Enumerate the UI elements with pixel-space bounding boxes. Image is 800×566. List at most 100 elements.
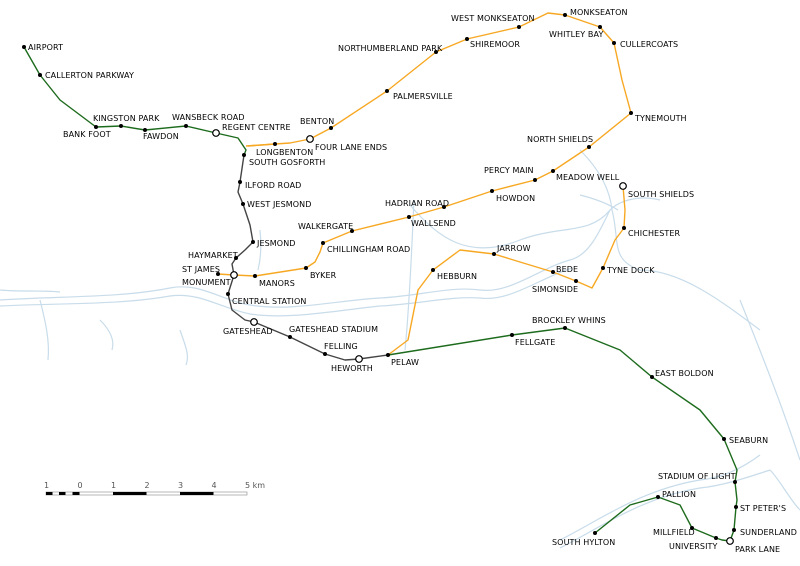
station-label: PELAW: [391, 358, 419, 367]
station-shiremoor[interactable]: SHIREMOOR: [465, 37, 520, 49]
station-label: PALLION: [662, 490, 696, 499]
interchange-marker: [212, 129, 220, 137]
station-regent-centre[interactable]: REGENT CENTRE: [212, 123, 291, 137]
station-label: ILFORD ROAD: [245, 181, 301, 190]
station-gateshead[interactable]: GATESHEAD: [223, 318, 273, 336]
river: [99, 319, 114, 351]
station-label: SOUTH SHIELDS: [628, 190, 694, 199]
station-fawdon[interactable]: FAWDON: [143, 128, 179, 141]
station-label: FAWDON: [143, 132, 179, 141]
station-seaburn[interactable]: SEABURN: [722, 436, 768, 445]
station-brockley-whins[interactable]: BROCKLEY WHINS: [532, 316, 606, 330]
station-ilford-road[interactable]: ILFORD ROAD: [238, 180, 301, 190]
station-monument[interactable]: MONUMENT: [182, 271, 238, 287]
station-label: HEBBURN: [437, 272, 477, 281]
station-tyne-dock[interactable]: TYNE DOCK: [601, 266, 655, 275]
station-marker: [563, 13, 567, 17]
station-percy-main[interactable]: PERCY MAIN: [484, 166, 537, 182]
station-marker: [465, 37, 469, 41]
station-marker: [238, 180, 242, 184]
station-simonside[interactable]: SIMONSIDE: [532, 279, 578, 294]
station-marker: [304, 266, 308, 270]
station-stadium-of-light[interactable]: STADIUM OF LIGHT: [658, 472, 737, 484]
station-chichester[interactable]: CHICHESTER: [622, 226, 681, 238]
station-kingston-park[interactable]: KINGSTON PARK: [93, 114, 160, 128]
station-meadow-well[interactable]: MEADOW WELL: [551, 169, 620, 182]
station-pallion[interactable]: PALLION: [656, 490, 696, 499]
station-felling[interactable]: FELLING: [323, 342, 358, 356]
station-whitley-bay[interactable]: WHITLEY BAY: [549, 25, 603, 39]
station-marker: [241, 202, 245, 206]
station-four-lane-ends[interactable]: FOUR LANE ENDS: [306, 135, 388, 152]
station-palmersville[interactable]: PALMERSVILLE: [385, 89, 453, 101]
station-central-station[interactable]: CENTRAL STATION: [226, 292, 306, 306]
station-marker: [288, 335, 292, 339]
station-park-lane[interactable]: PARK LANE: [726, 537, 780, 554]
station-wallsend[interactable]: WALLSEND: [407, 215, 456, 228]
station-bede[interactable]: BEDE: [551, 265, 578, 274]
station-south-shields[interactable]: SOUTH SHIELDS: [619, 182, 694, 199]
station-fellgate[interactable]: FELLGATE: [510, 333, 555, 347]
station-marker: [612, 41, 616, 45]
station-label: WEST MONKSEATON: [451, 14, 535, 23]
station-wansbeck-road[interactable]: WANSBECK ROAD: [172, 113, 245, 128]
station-label: PERCY MAIN: [484, 166, 534, 175]
station-tynemouth[interactable]: TYNEMOUTH: [629, 111, 687, 123]
station-heworth[interactable]: HEWORTH: [331, 355, 373, 373]
station-marker: [253, 274, 257, 278]
station-label: CENTRAL STATION: [232, 297, 306, 306]
station-northumberland-park[interactable]: NORTHUMBERLAND PARK: [338, 44, 443, 54]
station-marker: [714, 536, 718, 540]
station-howdon[interactable]: HOWDON: [490, 189, 535, 203]
station-marker: [622, 226, 626, 230]
station-manors[interactable]: MANORS: [253, 274, 295, 288]
rivers: [0, 149, 800, 549]
station-label: FELLGATE: [515, 338, 555, 347]
green-line-sunderland: [387, 327, 738, 542]
station-marker: [216, 272, 220, 276]
station-university[interactable]: UNIVERSITY: [669, 536, 718, 551]
station-cullercoats[interactable]: CULLERCOATS: [612, 40, 678, 49]
station-jarrow[interactable]: JARROW: [492, 244, 531, 256]
station-label: LONGBENTON: [256, 148, 313, 157]
station-hadrian-road[interactable]: HADRIAN ROAD: [385, 199, 449, 209]
station-label: AIRPORT: [28, 43, 63, 52]
station-monkseaton[interactable]: MONKSEATON: [563, 8, 628, 17]
station-hebburn[interactable]: HEBBURN: [431, 268, 477, 281]
station-st-james[interactable]: ST JAMES: [182, 265, 220, 276]
station-callerton-parkway[interactable]: CALLERTON PARKWAY: [38, 71, 134, 80]
station-south-hylton[interactable]: SOUTH HYLTON: [552, 531, 615, 547]
station-label: SOUTH GOSFORTH: [249, 158, 325, 167]
station-label: PALMERSVILLE: [393, 92, 453, 101]
station-label: SOUTH HYLTON: [552, 538, 615, 547]
station-bank-foot[interactable]: BANK FOOT: [63, 125, 111, 139]
station-pelaw[interactable]: PELAW: [386, 353, 419, 367]
station-haymarket[interactable]: HAYMARKET: [188, 251, 238, 260]
river: [579, 149, 761, 331]
station-east-boldon[interactable]: EAST BOLDON: [650, 369, 714, 379]
station-st-peter-s[interactable]: ST PETER'S: [734, 504, 786, 513]
scale-tick-label: 5 km: [245, 481, 265, 490]
scale-tick-label: 2: [145, 481, 150, 490]
station-north-shields[interactable]: NORTH SHIELDS: [527, 135, 593, 149]
station-jesmond[interactable]: JESMOND: [251, 239, 296, 248]
station-sunderland[interactable]: SUNDERLAND: [732, 528, 797, 537]
station-gateshead-stadium[interactable]: GATESHEAD STADIUM: [288, 325, 378, 339]
station-longbenton[interactable]: LONGBENTON: [256, 142, 313, 157]
station-label: FELLING: [324, 342, 358, 351]
station-south-gosforth[interactable]: SOUTH GOSFORTH: [242, 153, 325, 167]
station-marker: [551, 169, 555, 173]
station-marker: [273, 142, 277, 146]
station-byker[interactable]: BYKER: [304, 266, 337, 280]
station-walkergate[interactable]: WALKERGATE: [298, 222, 354, 233]
station-airport[interactable]: AIRPORT: [22, 43, 63, 52]
station-label: BENTON: [300, 117, 334, 126]
station-west-jesmond[interactable]: WEST JESMOND: [241, 200, 312, 209]
station-chillingham-road[interactable]: CHILLINGHAM ROAD: [321, 241, 410, 254]
station-millfield[interactable]: MILLFIELD: [653, 526, 695, 537]
scale-tick-label: 0: [78, 481, 83, 490]
stations: AIRPORT CALLERTON PARKWAY BANK FOOTKINGSTO…: [22, 8, 797, 554]
station-west-monkseaton[interactable]: WEST MONKSEATON: [451, 14, 535, 29]
station-benton[interactable]: BENTON: [300, 117, 334, 130]
